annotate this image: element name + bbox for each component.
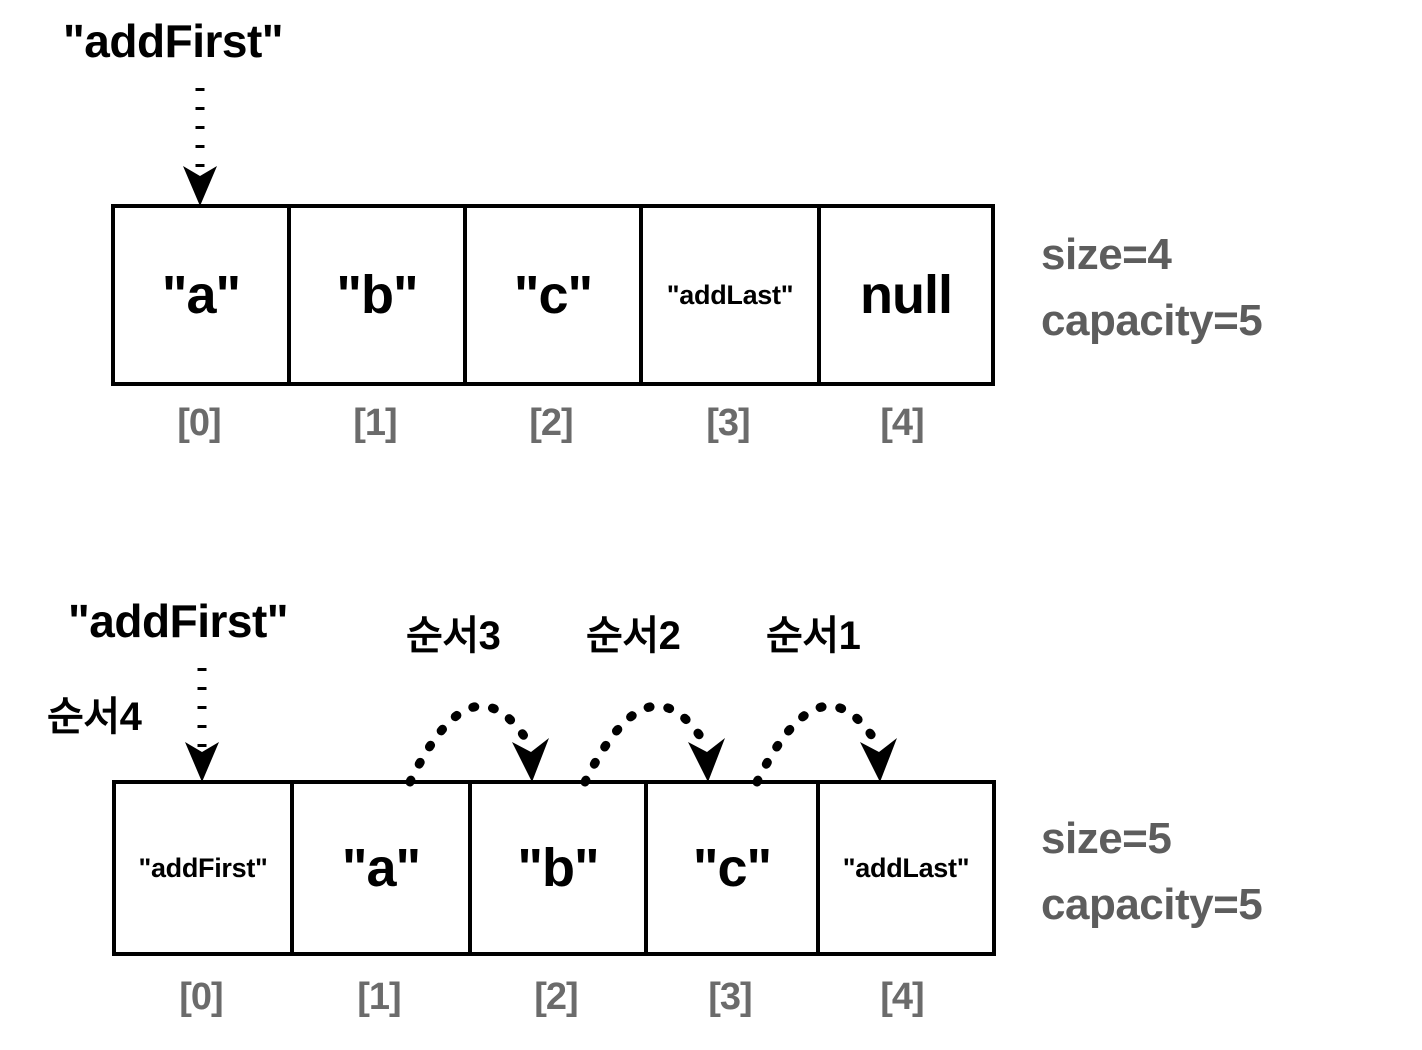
bottom-addfirst-label: "addFirst" xyxy=(68,595,289,647)
top-array-stats: size=4 capacity=5 xyxy=(1041,222,1263,354)
shift-arrow-3-icon xyxy=(405,701,549,787)
top-array-cell-3: "addLast" xyxy=(643,208,821,382)
bottom-array-size: size=5 xyxy=(1041,814,1172,863)
cell-value: null xyxy=(860,265,953,325)
top-insert-arrow-icon xyxy=(183,88,217,206)
bottom-array-cell-2: "b" xyxy=(472,784,648,952)
shift-arrow-2-icon xyxy=(580,701,725,787)
index-label-1: [1] xyxy=(353,402,397,444)
index-label-2: [2] xyxy=(534,976,578,1018)
index-label-2: [2] xyxy=(529,402,573,444)
index-label-1: [1] xyxy=(357,976,401,1018)
order-label-1: 순서1 xyxy=(766,614,861,658)
shift-arrow-1-icon xyxy=(752,701,897,787)
cell-value: "c" xyxy=(513,265,593,325)
top-array-index-row: [0] [1] [2] [3] [4] xyxy=(111,404,995,442)
cell-value: "a" xyxy=(341,838,421,898)
top-array-cell-4: null xyxy=(821,208,991,382)
bottom-array-index-row: [0] [1] [2] [3] [4] xyxy=(112,978,996,1016)
bottom-array-cell-3: "c" xyxy=(648,784,820,952)
top-array-cell-2: "c" xyxy=(467,208,643,382)
cell-value: "addLast" xyxy=(842,852,970,883)
index-label-3: [3] xyxy=(708,976,752,1018)
index-label-3: [3] xyxy=(706,402,750,444)
top-addfirst-label: "addFirst" xyxy=(63,15,284,67)
top-array-capacity: capacity=5 xyxy=(1041,296,1263,345)
top-array-cell-0: "a" xyxy=(115,208,291,382)
cell-value: "addLast" xyxy=(666,279,794,310)
bottom-array-capacity: capacity=5 xyxy=(1041,880,1263,929)
top-array-container: "a" "b" "c" "addLast" null xyxy=(111,204,995,386)
bottom-array-stats: size=5 capacity=5 xyxy=(1041,806,1263,938)
bottom-array-cell-0: "addFirst" xyxy=(116,784,294,952)
order-label-3: 순서3 xyxy=(406,614,501,658)
bottom-insert-arrow-icon xyxy=(185,668,219,782)
cell-value: "addFirst" xyxy=(138,852,268,883)
cell-value: "b" xyxy=(517,838,599,898)
order-label-4: 순서4 xyxy=(47,695,142,739)
index-label-4: [4] xyxy=(880,976,924,1018)
bottom-array-cell-1: "a" xyxy=(294,784,472,952)
cell-value: "c" xyxy=(692,838,772,898)
cell-value: "a" xyxy=(161,265,241,325)
order-label-2: 순서2 xyxy=(586,614,681,658)
index-label-0: [0] xyxy=(179,976,223,1018)
top-array-cell-1: "b" xyxy=(291,208,467,382)
index-label-4: [4] xyxy=(880,402,924,444)
bottom-array-container: "addFirst" "a" "b" "c" "addLast" xyxy=(112,780,996,956)
index-label-0: [0] xyxy=(177,402,221,444)
top-array-size: size=4 xyxy=(1041,230,1172,279)
bottom-array-cell-4: "addLast" xyxy=(820,784,992,952)
cell-value: "b" xyxy=(336,265,418,325)
